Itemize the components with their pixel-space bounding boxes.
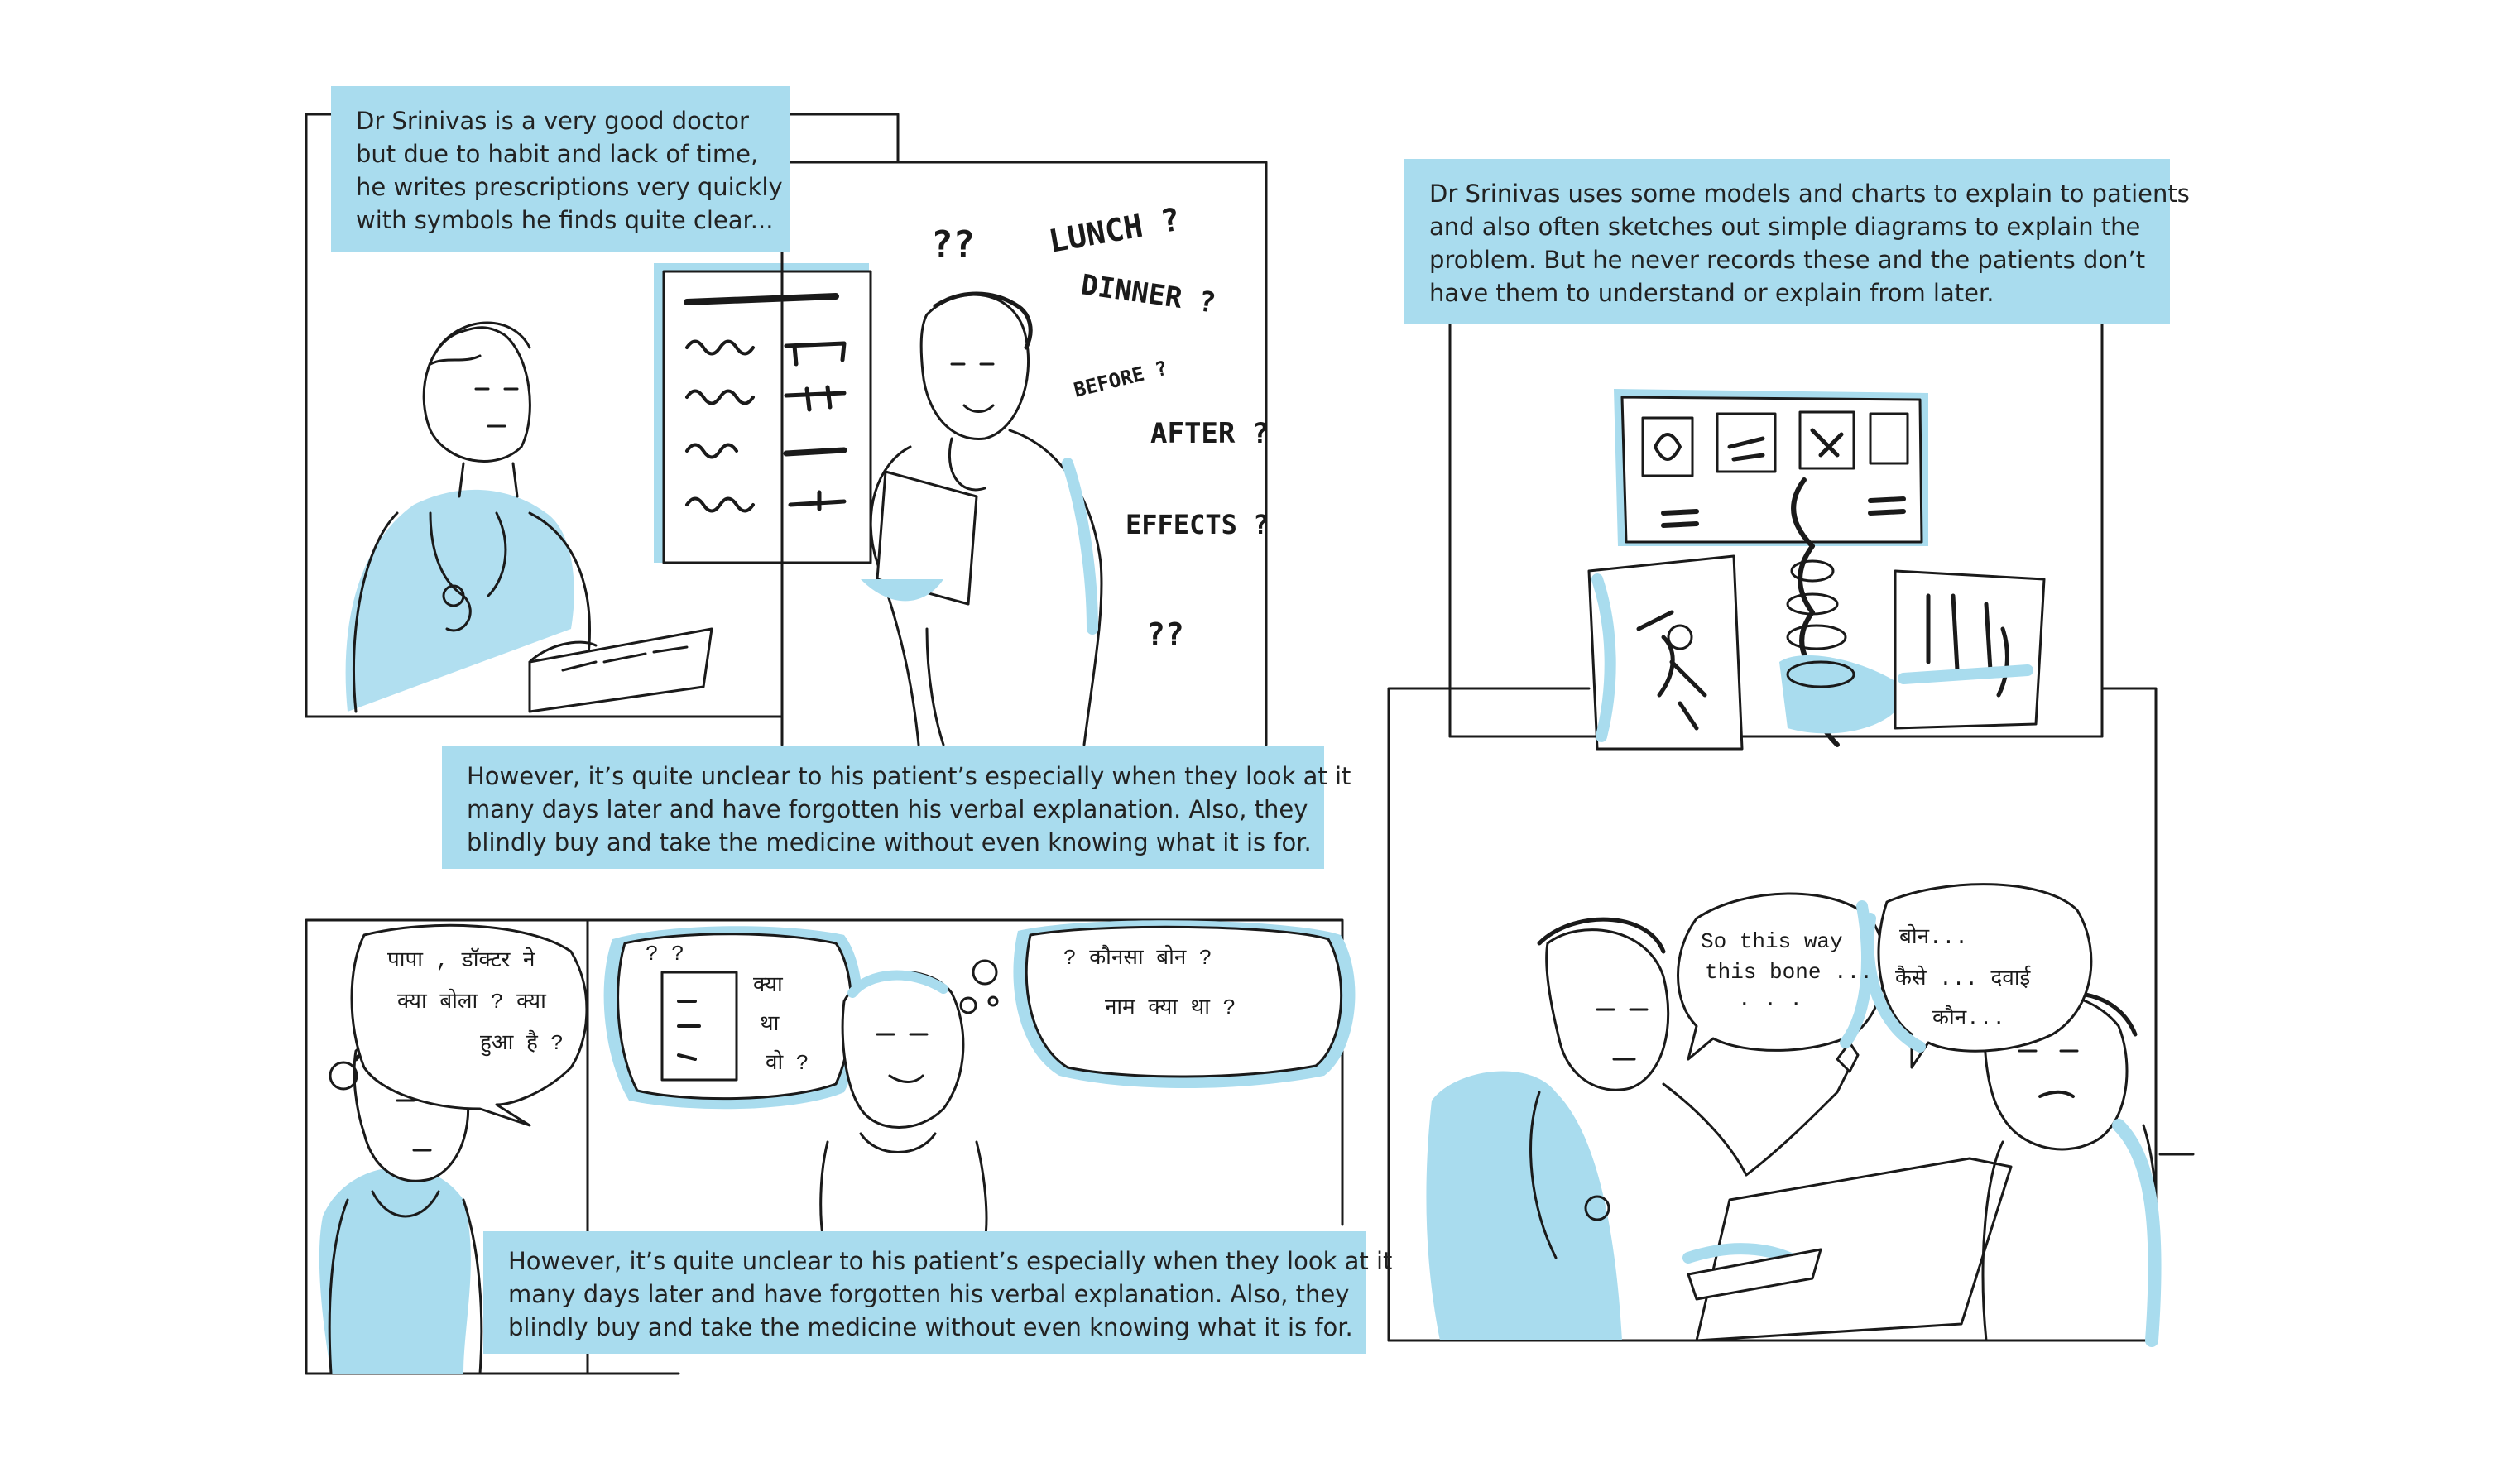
panel-3-frame — [1448, 321, 2104, 738]
thought-qq-bottom: ?? — [1146, 616, 1184, 653]
memory-thought-bubble — [603, 926, 863, 1110]
father-thought-bubble — [959, 920, 1356, 1088]
caption-panel-3-line-4: have them to understand or explain from … — [1429, 279, 1994, 307]
caption-panel-3: Dr Srinivas uses some models and charts … — [1404, 159, 2190, 324]
thought-qq-top: ?? — [931, 223, 975, 266]
caption-panel-3-line-1: Dr Srinivas uses some models and charts … — [1429, 180, 2190, 208]
girl-speech-text: पापा , डॉक्टर ने क्या बोला ? क्या हुआ है… — [387, 947, 564, 1057]
panel-6-frame — [1387, 687, 2195, 1342]
caption-panel-1-line-2: but due to habit and lack of time, — [356, 140, 759, 168]
girl-speech-line-1: पापा , डॉक्टर ने — [387, 947, 535, 973]
father-figure — [819, 970, 988, 1243]
caption-panel-4-line-1: However, it’s quite unclear to his patie… — [508, 1247, 1393, 1275]
patient-speech-line-3: कौन... — [1932, 1005, 2005, 1031]
caption-panel-1-line-1: Dr Srinivas is a very good doctor — [356, 107, 749, 135]
father-thought-line-2: नाम क्या था ? — [1105, 995, 1236, 1020]
caption-panel-2-line-1: However, it’s quite unclear to his patie… — [467, 762, 1351, 790]
patient-speech-line-2: कैसे ... दवाई — [1895, 965, 2032, 991]
memory-bubble-text: ? ? क्या था वो ? — [646, 942, 809, 1076]
caption-panel-1-line-4: with symbols he finds quite clear... — [356, 206, 774, 234]
thought-after: AFTER ? — [1150, 417, 1269, 450]
doctor-explaining-figure — [1426, 917, 1860, 1340]
caption-panel-4-line-3: blindly buy and take the medicine withou… — [508, 1313, 1353, 1341]
caption-panel-3-line-2: and also often sketches out simple diagr… — [1429, 213, 2141, 241]
consultation-desk — [1682, 1157, 2013, 1342]
panel-5-frame — [586, 918, 1344, 1375]
father-thought-line-1: ? कौनसा बोन ? — [1063, 944, 1212, 971]
confused-patient-figure — [861, 291, 1103, 746]
memory-line-1: क्या — [753, 973, 784, 998]
thought-lunch: LUNCH ? — [1046, 201, 1183, 260]
caption-panel-4: However, it’s quite unclear to his patie… — [483, 1231, 1393, 1354]
prescription-sheet — [654, 263, 872, 564]
thought-dinner: DINNER ? — [1079, 268, 1218, 319]
doctor-speech-line-2: this bone ... — [1705, 960, 1873, 985]
panel-2-frame — [780, 161, 1268, 746]
girl-speech-line-2: क्या बोला ? क्या — [397, 988, 547, 1014]
patient-speech-line-1: बोन... — [1899, 923, 1968, 950]
caption-panel-2: However, it’s quite unclear to his patie… — [442, 746, 1351, 869]
patient-speech-text: बोन... कैसे ... दवाई कौन... — [1895, 923, 2032, 1031]
doctor-speech-text: So this way this bone ... . . . — [1701, 929, 1873, 1012]
thought-effects: EFFECTS ? — [1126, 509, 1269, 540]
caption-panel-2-line-2: many days later and have forgotten his v… — [467, 795, 1308, 823]
anatomy-chart-models — [1587, 389, 2046, 751]
caption-panel-1: Dr Srinivas is a very good doctor but du… — [331, 86, 790, 252]
caption-panel-4-line-2: many days later and have forgotten his v… — [508, 1280, 1350, 1308]
caption-panel-2-line-3: blindly buy and take the medicine withou… — [467, 828, 1312, 856]
doctor-speech-line-3: . . . — [1738, 987, 1802, 1012]
memory-line-3: वो ? — [766, 1049, 809, 1076]
patient-speech-bubble — [1862, 883, 2093, 1069]
thought-before: BEFORE ? — [1072, 357, 1170, 402]
girl-speech-line-3: हुआ है ? — [480, 1029, 564, 1057]
doctor-speech-line-1: So this way — [1701, 929, 1843, 954]
doctor-speech-bubble — [1677, 892, 1886, 1061]
caption-panel-1-line-3: he writes prescriptions very quickly — [356, 173, 783, 201]
memory-qq: ? ? — [646, 942, 684, 966]
girl-speech-bubble — [350, 923, 588, 1127]
doctor-writing-figure — [345, 321, 713, 713]
caption-panel-3-line-3: problem. But he never records these and … — [1429, 246, 2146, 274]
memory-line-2: था — [760, 1012, 780, 1037]
father-thought-text: ? कौनसा बोन ? नाम क्या था ? — [1063, 944, 1236, 1020]
